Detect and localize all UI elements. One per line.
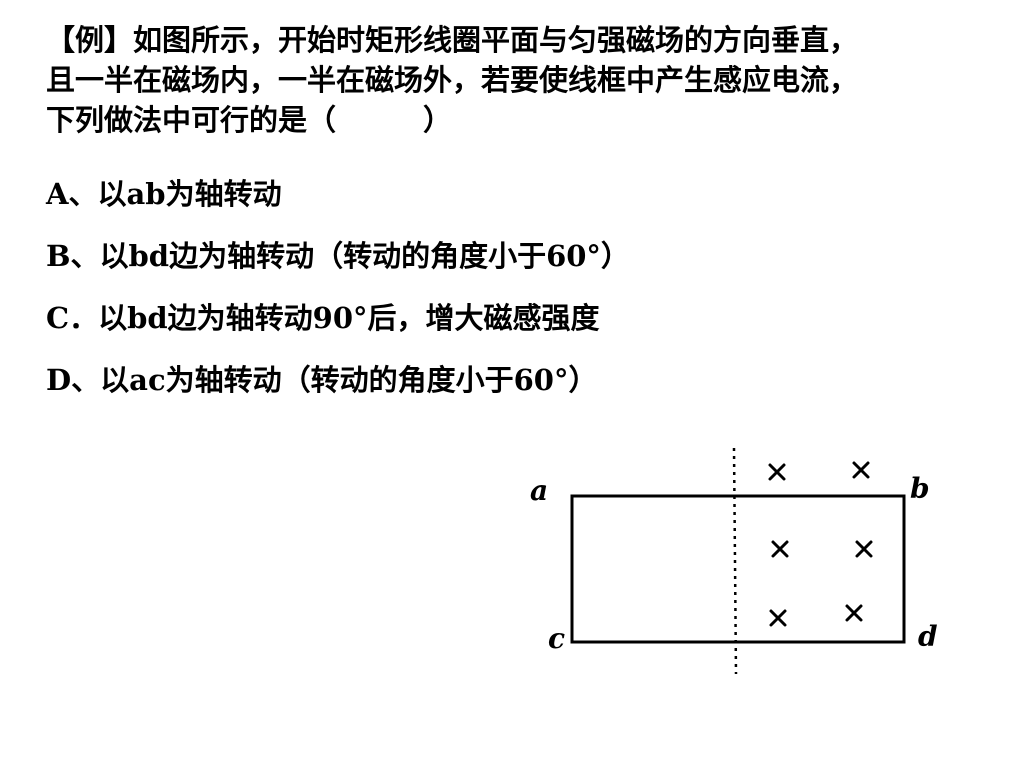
label-c: c — [548, 622, 565, 655]
field-cross-3 — [771, 540, 789, 558]
figure-svg: a b c d — [530, 447, 938, 675]
field-boundary-line — [732, 447, 738, 675]
option-d[interactable]: D、以ac为轴转动（转动的角度小于60°） — [46, 363, 598, 397]
question-line-2: 且一半在磁场内，一半在磁场外，若要使线框中产生感应电流， — [46, 63, 859, 97]
coil-in-magnetic-field-figure: a b c d — [520, 440, 960, 680]
question-line-1: 【例】如图所示，开始时矩形线圈平面与匀强磁场的方向垂直， — [46, 23, 859, 57]
option-b[interactable]: B、以bd边为轴转动（转动的角度小于60°） — [46, 239, 630, 273]
question-line-3: 下列做法中可行的是（ ） — [46, 103, 453, 137]
field-cross-2 — [852, 461, 870, 479]
option-c[interactable]: C．以bd边为轴转动90°后，增大磁感强度 — [46, 301, 600, 335]
label-d: d — [918, 620, 938, 653]
rectangular-coil — [570, 494, 906, 644]
question-stem: 【例】如图所示，开始时矩形线圈平面与匀强磁场的方向垂直， 且一半在磁场内，一半在… — [46, 20, 1006, 140]
label-b: b — [910, 472, 930, 505]
option-a[interactable]: A、以ab为轴转动 — [46, 177, 282, 211]
field-cross-5 — [769, 609, 787, 627]
answer-options: A、以ab为轴转动 B、以bd边为轴转动（转动的角度小于60°） C．以bd边为… — [46, 174, 946, 422]
field-cross-6 — [845, 604, 863, 622]
label-a: a — [530, 474, 548, 507]
field-cross-4 — [855, 540, 873, 558]
field-cross-1 — [768, 463, 786, 481]
